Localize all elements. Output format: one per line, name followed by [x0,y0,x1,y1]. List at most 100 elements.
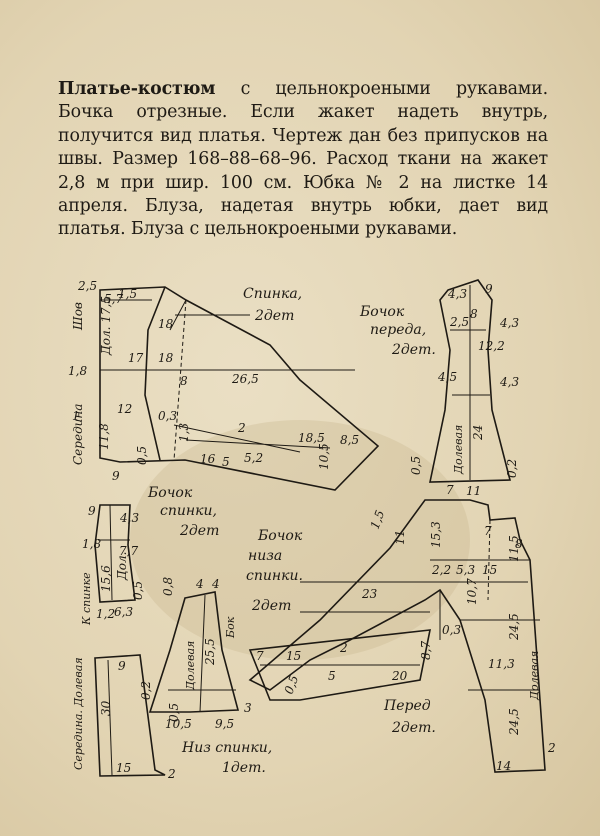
front-side-title2: переда, [370,322,426,338]
back-dim: 18 [158,351,174,365]
front-side-dim: 4,3 [499,316,519,330]
back-lower-center-grain-label: Середина. Долевая [72,657,85,770]
back-dim: 18 [158,317,174,331]
back-lower-side-dim: 25,5 [203,638,217,666]
back-lower-side-outline [148,591,240,713]
back-lower-dim: 30 [99,700,113,716]
back-side-dim: Дол. [115,552,129,581]
back-lower-side-dim: 4 [195,577,204,591]
back-lower-side-grain-label: Долевая [184,641,197,691]
front-side-dim: 12,2 [478,339,505,353]
back-lower-side-title3: спинки. [246,568,303,584]
front-side-dim: 8 [470,307,478,321]
mid-dim: 7 [256,649,264,663]
back-lower-side-construction-lines [168,594,236,713]
mid-dim: 2 [339,641,348,655]
back-lower-dim: 9 [118,659,126,673]
back-lower-side-side-label: Бок [224,616,237,639]
front-side-dim: 4,5 [437,370,457,384]
front-dim: 8 [515,537,523,551]
back-lower-count: 1дет. [222,760,266,776]
front-dim: 2 [547,741,556,755]
back-side-dim: 15,6 [99,565,113,592]
back-side-count: 2дет [179,523,219,539]
back-lower-side-dim: 4 [211,577,220,591]
back-side-to-back-label: К спинке [80,572,93,626]
back-side-dim: 6,3 [114,605,133,619]
back-side-dim: 9 [88,504,96,518]
front-dim: 10,7 [465,578,479,605]
front-dim: 20 [391,669,408,683]
front-side-outline [429,279,512,483]
front-outline [248,499,546,773]
front-count: 2дет. [391,720,436,736]
back-side-dim: 4,3 [119,511,139,525]
back-dim: 0,3 [158,409,177,423]
back-dim: 5,7 [104,292,123,306]
back-outline [99,286,380,491]
back-lower-side-count: 2дет [251,598,291,614]
front-dim: 24,5 [507,613,521,641]
back-armhole [144,286,166,461]
back-side-dim: 7,7 [119,544,138,558]
front-dim: 24,5 [507,708,521,736]
back-construction-lines [100,299,355,453]
front-dim: 5,3 [456,563,475,577]
description-body: с цельнокроеными рукавами. Бочка отрезны… [58,79,548,240]
back-lower-outline [94,654,166,777]
back-side-construction-lines [98,504,130,601]
back-center-dashed [173,299,187,461]
back-dim: 8,5 [340,433,359,447]
mid-dim: 5 [328,669,336,683]
back-dim: 1 [72,409,80,423]
front-side-dim: 0,5 [409,456,423,475]
back-side-piece: Бочок спинки, 2дет К спинке 9 4,3 1,8 7,… [80,485,219,626]
back-side-title2: спинки, [160,503,217,519]
back-lower-piece: Середина. Долевая Низ спинки, 1дет. 9 30… [72,654,272,781]
back-dim: 2 [237,421,246,435]
front-dim: 2,2 [431,563,451,577]
description-lead: Платье-костюм [58,79,216,99]
front-side-construction-lines [450,285,490,480]
back-dim: 1,3 [177,423,191,442]
mid-piece: 7 15 2 5 0,5 [248,629,431,701]
back-dim: 1,5 [118,287,137,301]
back-seam-label: Шов [71,302,85,331]
back-dim: 1,8 [68,364,87,378]
back-lower-side-piece: Бочок низа спинки. 2дет Долевая Бок 0,8 … [148,528,303,731]
front-dim: 15 [482,563,497,577]
back-lower-side-title: Бочок [257,528,303,544]
back-dim: 5 [222,455,230,469]
front-side-dim: 4,3 [447,287,467,301]
back-lower-side-dim: 10,5 [165,717,192,731]
back-side-dim: 1,2 [96,607,115,621]
front-side-grain-label: Долевая [452,425,465,475]
back-dim: 10,5 [317,443,331,470]
front-dim: 1,5 [368,508,388,531]
back-lower-construction-line [107,659,113,776]
front-side-dim: 9 [485,282,493,296]
back-side-outline [94,504,136,603]
front-grain-label: Долевая [528,651,541,701]
back-lower-side-dim: 3 [244,701,252,715]
front-dim: 15,3 [429,521,443,548]
back-lower-dim: 2 [167,767,176,781]
front-side-dim: 0,2 [505,459,519,478]
back-dim: 16 [200,452,216,466]
back-dim: 18,5 [298,431,325,445]
back-count: 2дет [254,308,294,324]
back-dim: 2,5 [77,279,97,293]
front-dart-dashed [487,519,491,601]
back-lower-side-title2: низа [248,548,282,564]
back-lower-side-dim: 9,5 [215,717,234,731]
mid-outline [248,629,431,701]
back-lower-dim: 0,2 [139,681,153,700]
front-dim: 23 [361,587,378,601]
back-dim: 9 [112,469,120,483]
mid-dim: 15 [286,649,301,663]
back-lower-title: Низ спинки, [181,740,272,756]
back-side-dim: 1,8 [82,537,101,551]
front-side-title: Бочок [359,304,405,320]
front-dim: 11 [393,530,407,545]
